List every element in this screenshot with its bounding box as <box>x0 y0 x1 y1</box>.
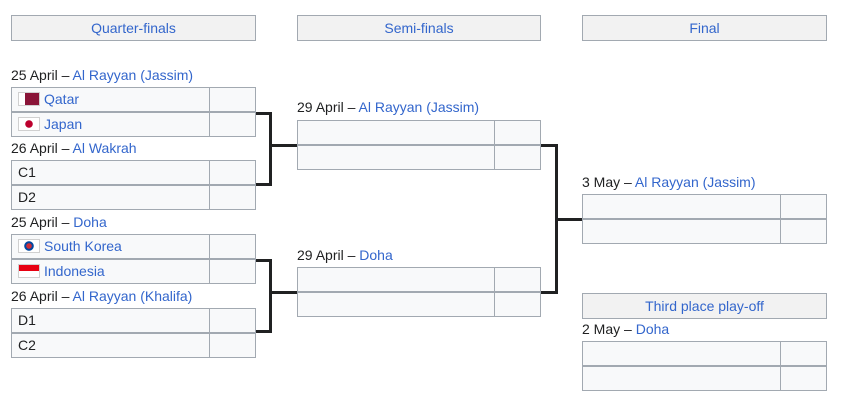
qf2-score1 <box>209 160 256 185</box>
qf3-score1 <box>209 234 256 259</box>
qf3-score2 <box>209 259 256 284</box>
header-third-place[interactable]: Third place play-off <box>582 293 827 319</box>
qf3-team1-name[interactable]: South Korea <box>44 238 122 254</box>
bracket-line <box>269 112 272 186</box>
third-team1 <box>582 341 781 366</box>
qf1-team1[interactable]: Qatar <box>11 87 210 112</box>
qf4-venue-link[interactable]: Al Rayyan (Khalifa) <box>72 288 193 304</box>
qf1-score2 <box>209 112 256 137</box>
bracket-line <box>555 218 582 221</box>
qf2-team1: C1 <box>11 160 210 185</box>
third-score1 <box>780 341 827 366</box>
qf3-label: 25 April – Doha <box>11 213 107 231</box>
bracket-line <box>256 112 271 115</box>
third-date: 2 May – <box>582 321 636 337</box>
qf1-venue-link[interactable]: Al Rayyan (Jassim) <box>72 67 194 83</box>
qf3-team2-name[interactable]: Indonesia <box>44 263 105 279</box>
qf4-score2 <box>209 333 256 358</box>
third-label: 2 May – Doha <box>582 320 669 338</box>
qf2-venue-link[interactable]: Al Wakrah <box>72 140 137 156</box>
sf2-label: 29 April – Doha <box>297 246 393 264</box>
qf3-team2[interactable]: Indonesia <box>11 259 210 284</box>
sf2-date: 29 April – <box>297 247 360 263</box>
qf1-label: 25 April – Al Rayyan (Jassim) <box>11 66 193 84</box>
qf2-date: 26 April – <box>11 140 73 156</box>
third-score2 <box>780 366 827 391</box>
qf4-team2: C2 <box>11 333 210 358</box>
bracket-line <box>269 291 297 294</box>
sf1-venue-link[interactable]: Al Rayyan (Jassim) <box>358 99 480 115</box>
qf4-label: 26 April – Al Rayyan (Khalifa) <box>11 287 192 305</box>
sf2-score2 <box>494 292 541 317</box>
final-date: 3 May – <box>582 174 635 190</box>
qf1-team2-name[interactable]: Japan <box>44 116 83 132</box>
bracket-line <box>541 144 557 147</box>
flag-qatar-icon <box>18 92 40 107</box>
sf1-label: 29 April – Al Rayyan (Jassim) <box>297 98 479 116</box>
bracket-line <box>256 183 271 186</box>
qf4-score1 <box>209 308 256 333</box>
final-score1 <box>780 194 827 219</box>
third-venue-link[interactable]: Doha <box>635 321 670 337</box>
sf1-date: 29 April – <box>297 99 359 115</box>
qf4-team1: D1 <box>11 308 210 333</box>
sf2-team1 <box>297 267 495 292</box>
third-team2 <box>582 366 781 391</box>
qf3-venue-link[interactable]: Doha <box>73 214 107 230</box>
qf1-score1 <box>209 87 256 112</box>
header-quarter-finals[interactable]: Quarter-finals <box>11 15 256 41</box>
bracket-line <box>269 144 297 147</box>
bracket-line <box>256 330 271 333</box>
final-team1 <box>582 194 781 219</box>
sf2-venue-link[interactable]: Doha <box>359 247 393 263</box>
qf4-date: 26 April – <box>11 288 73 304</box>
sf1-score1 <box>494 120 541 145</box>
sf1-score2 <box>494 145 541 170</box>
sf2-team2 <box>297 292 495 317</box>
bracket-line <box>269 259 272 333</box>
flag-south-korea-icon <box>18 239 40 254</box>
header-semi-finals[interactable]: Semi-finals <box>297 15 541 41</box>
qf1-team1-name[interactable]: Qatar <box>44 91 80 107</box>
bracket-line <box>541 291 557 294</box>
flag-indonesia-icon <box>18 264 40 279</box>
sf1-team2 <box>297 145 495 170</box>
qf3-date: 25 April – <box>11 214 74 230</box>
final-venue-link[interactable]: Al Rayyan (Jassim) <box>634 174 756 190</box>
qf2-team2: D2 <box>11 185 210 210</box>
sf1-team1 <box>297 120 495 145</box>
qf2-score2 <box>209 185 256 210</box>
bracket-line <box>256 259 271 262</box>
qf1-team2[interactable]: Japan <box>11 112 210 137</box>
sf2-score1 <box>494 267 541 292</box>
flag-japan-icon <box>18 117 40 132</box>
qf3-team1[interactable]: South Korea <box>11 234 210 259</box>
qf2-label: 26 April – Al Wakrah <box>11 139 137 157</box>
qf1-date: 25 April – <box>11 67 73 83</box>
final-label: 3 May – Al Rayyan (Jassim) <box>582 173 756 191</box>
header-final[interactable]: Final <box>582 15 827 41</box>
final-team2 <box>582 219 781 244</box>
final-score2 <box>780 219 827 244</box>
